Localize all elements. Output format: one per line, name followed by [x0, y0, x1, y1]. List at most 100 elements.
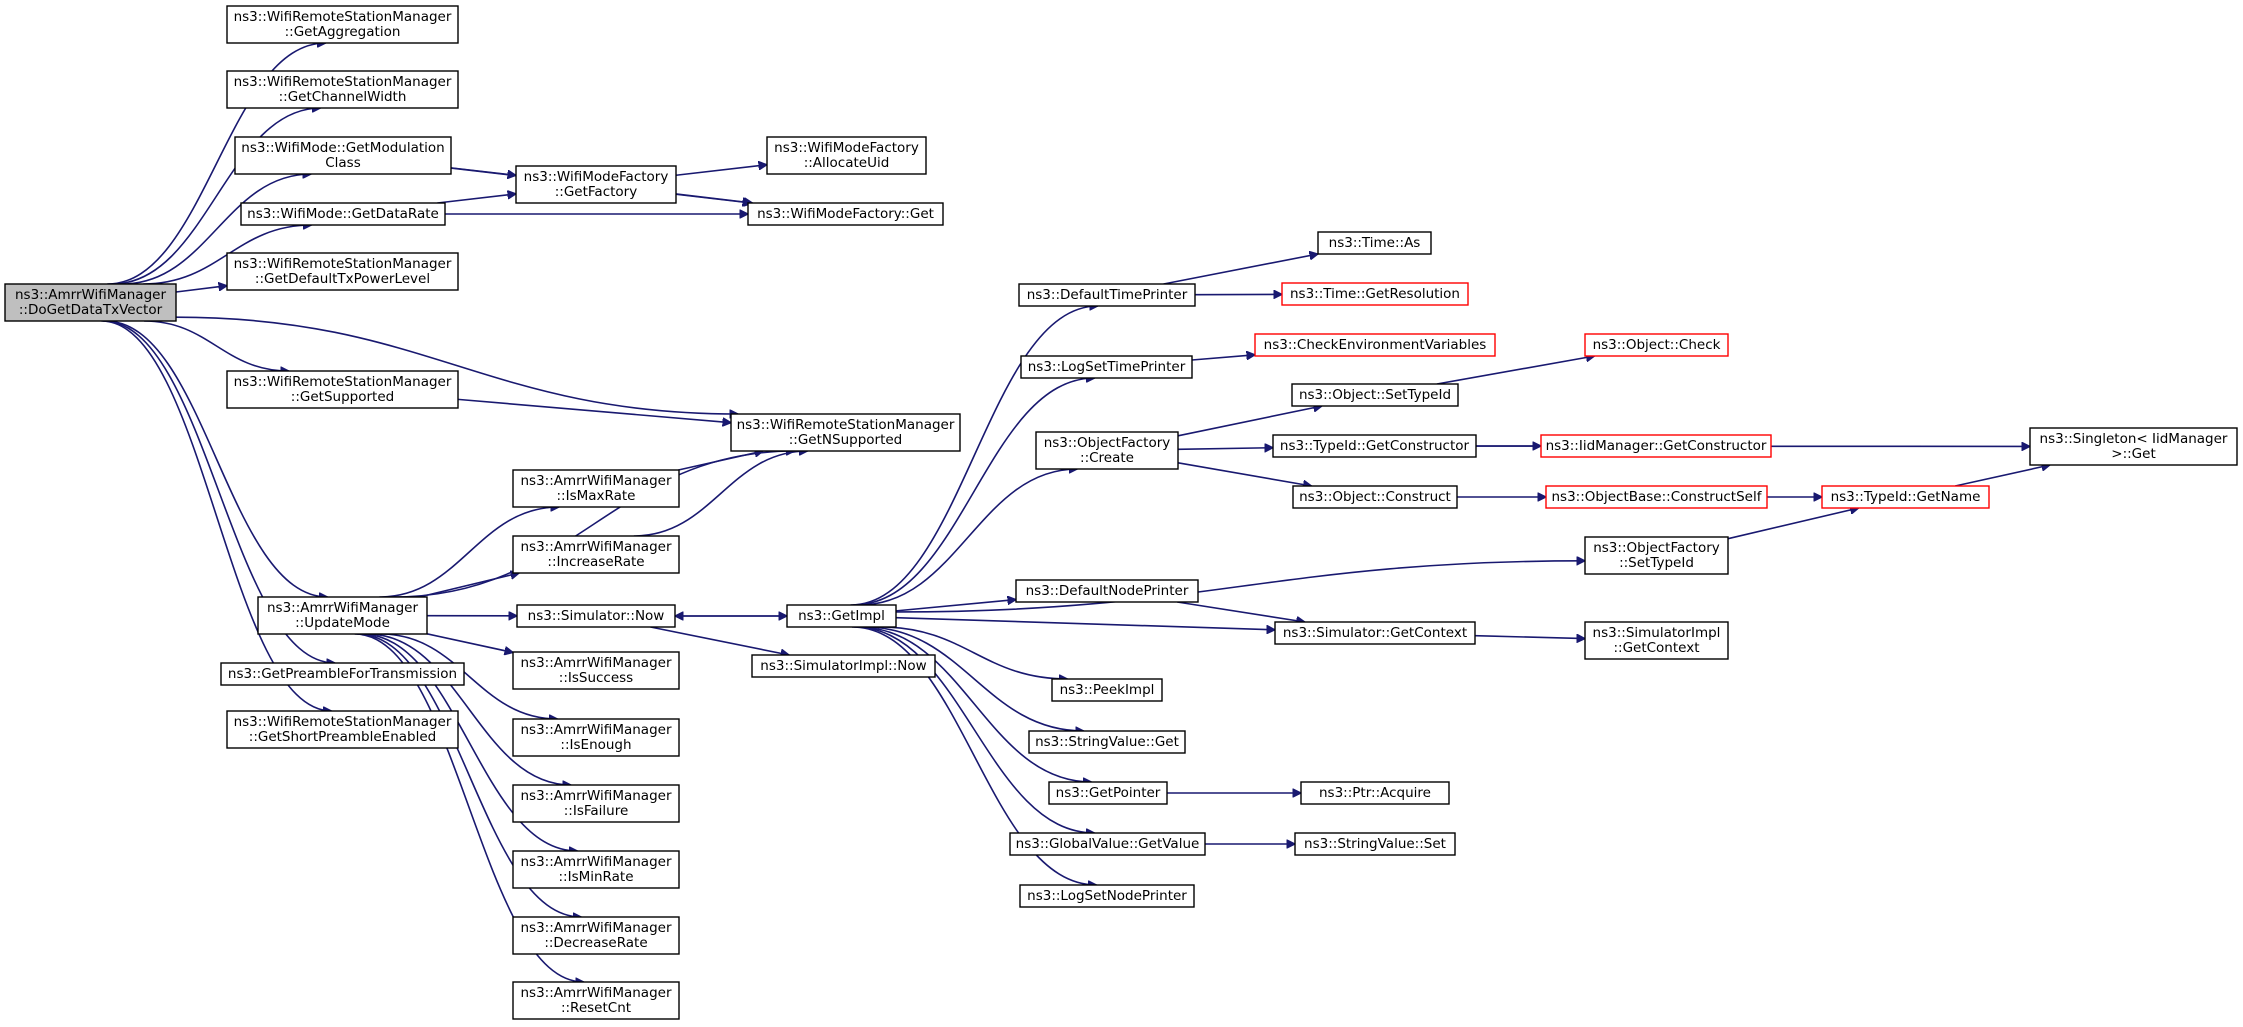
- node-getDataRate[interactable]: ns3::WifiMode::GetDataRate: [240, 202, 446, 226]
- node-objectConstruct[interactable]: ns3::Object::Construct: [1292, 485, 1458, 509]
- node-box-objectFactoryCreate[interactable]: [1035, 431, 1179, 470]
- node-box-isMinRate[interactable]: [512, 850, 680, 889]
- node-box-decreaseRate[interactable]: [512, 916, 680, 955]
- node-box-getDataRate[interactable]: [240, 202, 446, 226]
- node-box-objectCheck[interactable]: [1584, 333, 1729, 357]
- node-singletonGet[interactable]: ns3::Singleton< IidManager >::Get: [2029, 427, 2238, 466]
- node-box-objectFactorySetTypeId[interactable]: [1584, 536, 1729, 575]
- node-defaultNodePrinter[interactable]: ns3::DefaultNodePrinter: [1015, 579, 1199, 603]
- node-peekImpl[interactable]: ns3::PeekImpl: [1051, 678, 1163, 702]
- node-box-getPreamble[interactable]: [220, 662, 465, 686]
- node-box-stringValueGet[interactable]: [1028, 730, 1186, 754]
- node-globalValueGetValue[interactable]: ns3::GlobalValue::GetValue: [1009, 832, 1206, 856]
- node-objectSetTypeId[interactable]: ns3::Object::SetTypeId: [1291, 383, 1459, 407]
- node-box-getNSupported[interactable]: [730, 413, 961, 452]
- node-getNSupported[interactable]: ns3::WifiRemoteStationManager::GetNSuppo…: [730, 413, 961, 452]
- node-box-objectSetTypeId[interactable]: [1291, 383, 1459, 407]
- node-box-defaultTimePrinter[interactable]: [1018, 283, 1196, 307]
- node-getShortPreamble[interactable]: ns3::WifiRemoteStationManager::GetShortP…: [226, 710, 459, 749]
- node-box-getPointer[interactable]: [1048, 781, 1168, 805]
- node-logSetNodePrinter[interactable]: ns3::LogSetNodePrinter: [1019, 884, 1195, 908]
- node-iidGetConstructor[interactable]: ns3::IidManager::GetConstructor: [1540, 434, 1772, 458]
- node-box-isSuccess[interactable]: [512, 651, 680, 690]
- node-box-increaseRate[interactable]: [512, 535, 680, 574]
- node-box-isEnough[interactable]: [512, 718, 680, 757]
- node-box-globalValueGetValue[interactable]: [1009, 832, 1206, 856]
- node-box-defaultNodePrinter[interactable]: [1015, 579, 1199, 603]
- node-objectCheck[interactable]: ns3::Object::Check: [1584, 333, 1729, 357]
- node-doGetDataTxVector[interactable]: ns3::AmrrWifiManager::DoGetDataTxVector: [4, 283, 177, 322]
- node-getAggregation[interactable]: ns3::WifiRemoteStationManager::GetAggreg…: [226, 5, 459, 44]
- node-box-getFactory[interactable]: [515, 165, 677, 204]
- node-box-isFailure[interactable]: [512, 784, 680, 823]
- node-box-getSupported[interactable]: [226, 370, 459, 409]
- node-box-logSetTimePrinter[interactable]: [1020, 355, 1193, 379]
- node-box-allocateUid[interactable]: [766, 136, 927, 175]
- node-box-getShortPreamble[interactable]: [226, 710, 459, 749]
- node-allocateUid[interactable]: ns3::WifiModeFactory::AllocateUid: [766, 136, 927, 175]
- node-box-isMaxRate[interactable]: [512, 469, 680, 508]
- node-simImplGetContext[interactable]: ns3::SimulatorImpl::GetContext: [1584, 621, 1729, 660]
- node-decreaseRate[interactable]: ns3::AmrrWifiManager::DecreaseRate: [512, 916, 680, 955]
- node-objectBaseConstructSelf[interactable]: ns3::ObjectBase::ConstructSelf: [1545, 485, 1768, 509]
- node-getSupported[interactable]: ns3::WifiRemoteStationManager::GetSuppor…: [226, 370, 459, 409]
- node-typeIdGetName[interactable]: ns3::TypeId::GetName: [1821, 485, 1990, 509]
- node-box-typeIdGetConstructor[interactable]: [1272, 434, 1477, 458]
- node-simulatorNow[interactable]: ns3::Simulator::Now: [516, 604, 676, 628]
- node-increaseRate[interactable]: ns3::AmrrWifiManager::IncreaseRate: [512, 535, 680, 574]
- node-box-getChannelWidth[interactable]: [226, 70, 459, 109]
- node-isEnough[interactable]: ns3::AmrrWifiManager::IsEnough: [512, 718, 680, 757]
- node-getChannelWidth[interactable]: ns3::WifiRemoteStationManager::GetChanne…: [226, 70, 459, 109]
- node-box-doGetDataTxVector[interactable]: [4, 283, 177, 322]
- node-updateMode[interactable]: ns3::AmrrWifiManager::UpdateMode: [257, 596, 428, 635]
- node-box-simulatorNow[interactable]: [516, 604, 676, 628]
- node-box-ptrAcquire[interactable]: [1300, 781, 1450, 805]
- node-box-peekImpl[interactable]: [1051, 678, 1163, 702]
- node-box-simImplGetContext[interactable]: [1584, 621, 1729, 660]
- node-box-wifiModeFactoryGet[interactable]: [747, 202, 944, 226]
- node-box-simulatorGetContext[interactable]: [1274, 621, 1476, 645]
- node-getPointer[interactable]: ns3::GetPointer: [1048, 781, 1168, 805]
- node-box-iidGetConstructor[interactable]: [1540, 434, 1772, 458]
- node-simulatorGetContext[interactable]: ns3::Simulator::GetContext: [1274, 621, 1476, 645]
- node-checkEnvVars[interactable]: ns3::CheckEnvironmentVariables: [1254, 333, 1496, 357]
- node-box-getImpl[interactable]: [786, 604, 897, 628]
- node-box-getModulationClass[interactable]: [234, 136, 452, 175]
- node-isMaxRate[interactable]: ns3::AmrrWifiManager::IsMaxRate: [512, 469, 680, 508]
- node-isFailure[interactable]: ns3::AmrrWifiManager::IsFailure: [512, 784, 680, 823]
- node-defaultTimePrinter[interactable]: ns3::DefaultTimePrinter: [1018, 283, 1196, 307]
- node-box-logSetNodePrinter[interactable]: [1019, 884, 1195, 908]
- node-box-updateMode[interactable]: [257, 596, 428, 635]
- node-box-checkEnvVars[interactable]: [1254, 333, 1496, 357]
- node-getPreamble[interactable]: ns3::GetPreambleForTransmission: [220, 662, 465, 686]
- node-box-typeIdGetName[interactable]: [1821, 485, 1990, 509]
- node-simulatorImplNow[interactable]: ns3::SimulatorImpl::Now: [751, 654, 936, 678]
- node-box-getDefaultTxPowerLevel[interactable]: [226, 252, 459, 291]
- node-box-objectBaseConstructSelf[interactable]: [1545, 485, 1768, 509]
- node-box-simulatorImplNow[interactable]: [751, 654, 936, 678]
- node-stringValueGet[interactable]: ns3::StringValue::Get: [1028, 730, 1186, 754]
- node-isMinRate[interactable]: ns3::AmrrWifiManager::IsMinRate: [512, 850, 680, 889]
- node-objectFactoryCreate[interactable]: ns3::ObjectFactory::Create: [1035, 431, 1179, 470]
- node-box-timeGetResolution[interactable]: [1281, 282, 1469, 306]
- node-box-objectConstruct[interactable]: [1292, 485, 1458, 509]
- node-logSetTimePrinter[interactable]: ns3::LogSetTimePrinter: [1020, 355, 1193, 379]
- node-box-stringValueSet[interactable]: [1294, 832, 1456, 856]
- node-isSuccess[interactable]: ns3::AmrrWifiManager::IsSuccess: [512, 651, 680, 690]
- node-getFactory[interactable]: ns3::WifiModeFactory::GetFactory: [515, 165, 677, 204]
- node-getDefaultTxPowerLevel[interactable]: ns3::WifiRemoteStationManager::GetDefaul…: [226, 252, 459, 291]
- node-getImpl[interactable]: ns3::GetImpl: [786, 604, 897, 628]
- node-typeIdGetConstructor[interactable]: ns3::TypeId::GetConstructor: [1272, 434, 1477, 458]
- node-box-singletonGet[interactable]: [2029, 427, 2238, 466]
- node-resetCnt[interactable]: ns3::AmrrWifiManager::ResetCnt: [512, 981, 680, 1020]
- node-box-getAggregation[interactable]: [226, 5, 459, 44]
- node-timeAs[interactable]: ns3::Time::As: [1317, 231, 1432, 255]
- node-stringValueSet[interactable]: ns3::StringValue::Set: [1294, 832, 1456, 856]
- node-box-resetCnt[interactable]: [512, 981, 680, 1020]
- node-ptrAcquire[interactable]: ns3::Ptr::Acquire: [1300, 781, 1450, 805]
- node-objectFactorySetTypeId[interactable]: ns3::ObjectFactory::SetTypeId: [1584, 536, 1729, 575]
- node-wifiModeFactoryGet[interactable]: ns3::WifiModeFactory::Get: [747, 202, 944, 226]
- node-timeGetResolution[interactable]: ns3::Time::GetResolution: [1281, 282, 1469, 306]
- node-box-timeAs[interactable]: [1317, 231, 1432, 255]
